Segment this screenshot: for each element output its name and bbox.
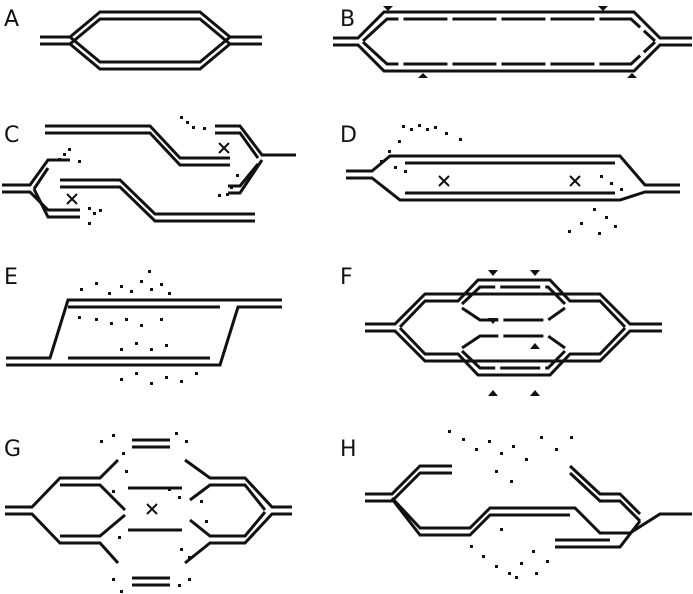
panel-label-b: B (340, 7, 355, 32)
panel-b-origin-markers (383, 6, 637, 78)
panel-c-fragments (58, 116, 239, 225)
panel-f: F (340, 265, 662, 396)
panel-g-fragments (100, 432, 208, 593)
panel-h-fragments (448, 430, 573, 579)
panel-label-a: A (4, 7, 19, 32)
panel-h: H (340, 430, 692, 579)
panel-f-nascent-strands (460, 285, 567, 370)
panel-label-g: G (4, 437, 21, 462)
panel-label-c: C (4, 123, 19, 148)
panel-e: E (4, 265, 282, 385)
panel-a: A (4, 7, 262, 71)
panel-e-fragments (78, 270, 198, 385)
panel-h-strands (365, 464, 692, 549)
panel-c-blocked-fork-marks (66, 142, 230, 205)
panel-e-strands (6, 298, 282, 367)
panel-label-f: F (340, 265, 353, 290)
panel-c-strands (2, 124, 296, 223)
panel-b-outer-strands (333, 10, 692, 73)
panel-f-origin-markers (488, 270, 540, 396)
panel-c: C (2, 116, 296, 225)
panel-d-fragments (380, 124, 623, 235)
panel-label-e: E (4, 265, 18, 290)
panel-g-blocked-fork-mark (146, 503, 158, 515)
panel-g-strands (5, 438, 292, 587)
panel-f-outer-strands (365, 278, 662, 377)
panel-b: B (333, 6, 692, 78)
panel-b-nascent-strands (361, 17, 657, 66)
panel-g: G (4, 432, 292, 593)
panel-d: D (340, 123, 680, 235)
panel-a-duplex (40, 10, 262, 71)
panel-d-blocked-fork-marks (438, 175, 581, 187)
panel-label-h: H (340, 437, 357, 462)
panel-label-d: D (340, 123, 357, 148)
panel-d-strands (346, 154, 680, 202)
